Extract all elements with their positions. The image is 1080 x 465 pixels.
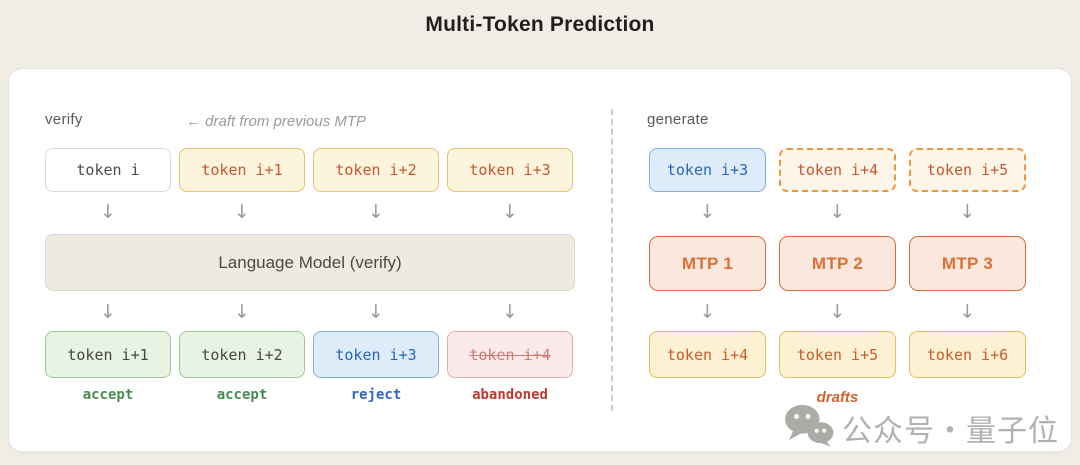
verify-arrows-bottom: ↓ ↓ ↓ ↓ — [45, 297, 573, 327]
mtp-1-box: MTP 1 — [649, 236, 766, 291]
generate-output-row: token i+4 token i+5 token i+6 — [649, 331, 1026, 378]
section-divider — [611, 109, 613, 411]
watermark-text: 公众号・量子位 — [842, 414, 1059, 448]
status-label-reject: reject — [350, 387, 402, 403]
down-arrow-icon: ↓ — [100, 301, 116, 323]
token-box-i3-draft: token i+3 — [447, 148, 573, 192]
token-box-i5-new-draft: token i+5 — [779, 331, 896, 378]
generate-input-row: token i+3 token i+4 token i+5 — [649, 148, 1026, 192]
wechat-icon — [784, 403, 834, 452]
status-label-abandoned: abandoned — [472, 387, 548, 403]
down-arrow-icon: ↓ — [368, 301, 384, 323]
token-box-i6-new-draft: token i+6 — [909, 331, 1026, 378]
diagram-card: verify ← draft from previous MTP token i… — [8, 68, 1072, 452]
verify-input-row: token i token i+1 token i+2 token i+3 — [45, 148, 573, 192]
token-box-i2-accepted: token i+2 — [179, 331, 305, 378]
generate-arrows-bottom: ↓ ↓ ↓ — [649, 297, 1026, 327]
drafts-label: drafts — [816, 389, 859, 406]
down-arrow-icon: ↓ — [368, 201, 384, 223]
down-arrow-icon: ↓ — [502, 201, 518, 223]
down-arrow-icon: ↓ — [959, 201, 976, 223]
page-title: Multi-Token Prediction — [425, 13, 655, 36]
token-box-i5-draft-dashed: token i+5 — [909, 148, 1026, 192]
down-arrow-icon: ↓ — [502, 301, 518, 323]
status-label-accept: accept — [216, 387, 268, 403]
down-arrow-icon: ↓ — [699, 301, 716, 323]
language-model-verify-box: Language Model (verify) — [45, 234, 575, 291]
token-box-i4-new-draft: token i+4 — [649, 331, 766, 378]
verify-status-row: accept accept reject abandoned — [45, 387, 573, 403]
token-box-i3-rejected: token i+3 — [313, 331, 439, 378]
down-arrow-icon: ↓ — [234, 301, 250, 323]
token-box-i2-draft: token i+2 — [313, 148, 439, 192]
token-box-i4-draft-dashed: token i+4 — [779, 148, 896, 192]
generate-section-label: generate — [647, 111, 709, 128]
verify-output-row: token i+1 token i+2 token i+3 token i+4 — [45, 331, 573, 378]
token-box-i4-abandoned: token i+4 — [447, 331, 573, 378]
watermark: 公众号・量子位 — [784, 403, 1059, 452]
token-box-i1-draft: token i+1 — [179, 148, 305, 192]
mtp-3-box: MTP 3 — [909, 236, 1026, 291]
token-box-i: token i — [45, 148, 171, 192]
down-arrow-icon: ↓ — [959, 301, 976, 323]
token-box-i3-accepted-input: token i+3 — [649, 148, 766, 192]
verify-section-label: verify — [45, 111, 83, 128]
mtp-2-box: MTP 2 — [779, 236, 896, 291]
token-box-i1-accepted: token i+1 — [45, 331, 171, 378]
verify-arrows-top: ↓ ↓ ↓ ↓ — [45, 197, 573, 227]
draft-from-previous-mtp-hint: ← draft from previous MTP — [186, 113, 367, 130]
down-arrow-icon: ↓ — [829, 301, 846, 323]
generate-arrows-top: ↓ ↓ ↓ — [649, 197, 1026, 227]
down-arrow-icon: ↓ — [234, 201, 250, 223]
mtp-row: MTP 1 MTP 2 MTP 3 — [649, 236, 1026, 291]
status-label-accept: accept — [82, 387, 134, 403]
down-arrow-icon: ↓ — [829, 201, 846, 223]
down-arrow-icon: ↓ — [699, 201, 716, 223]
down-arrow-icon: ↓ — [100, 201, 116, 223]
